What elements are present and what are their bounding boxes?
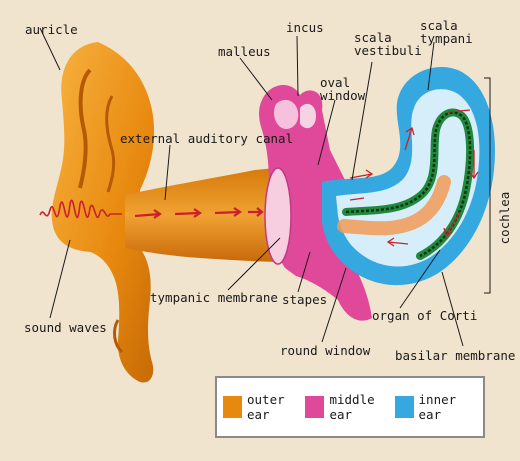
legend-label-middle-ear: middle ear <box>329 392 394 422</box>
legend-item-outer-ear: outer ear <box>223 392 305 422</box>
legend-item-middle-ear: middle ear <box>305 392 394 422</box>
label-organ-of-corti: organ of Corti <box>372 308 477 323</box>
incus-highlight <box>300 104 316 128</box>
label-incus: incus <box>286 20 324 35</box>
label-sound-waves: sound waves <box>24 320 107 335</box>
label-tympanic-membrane: tympanic membrane <box>150 290 278 305</box>
legend-label-outer-ear: outer ear <box>247 392 305 422</box>
legend-label-inner-ear: inner ear <box>419 392 477 422</box>
legend-swatch-middle-ear <box>305 396 324 418</box>
label-cochlea: cochlea <box>497 192 512 245</box>
label-scala-tympani-line2: tympani <box>420 31 473 46</box>
legend-swatch-outer-ear <box>223 396 242 418</box>
label-stapes: stapes <box>282 292 327 307</box>
label-round-window: round window <box>280 343 371 358</box>
label-scala-vestibuli-line2: vestibuli <box>354 43 422 58</box>
label-malleus: malleus <box>218 44 271 59</box>
legend-swatch-inner-ear <box>395 396 414 418</box>
legend: outer ear middle ear inner ear <box>215 376 485 438</box>
label-oval-window-line2: window <box>320 88 366 103</box>
legend-item-inner-ear: inner ear <box>395 392 477 422</box>
label-auricle: auricle <box>25 22 78 37</box>
label-basilar-membrane: basilar membrane <box>395 348 515 363</box>
label-external-auditory-canal: external auditory canal <box>120 131 293 146</box>
